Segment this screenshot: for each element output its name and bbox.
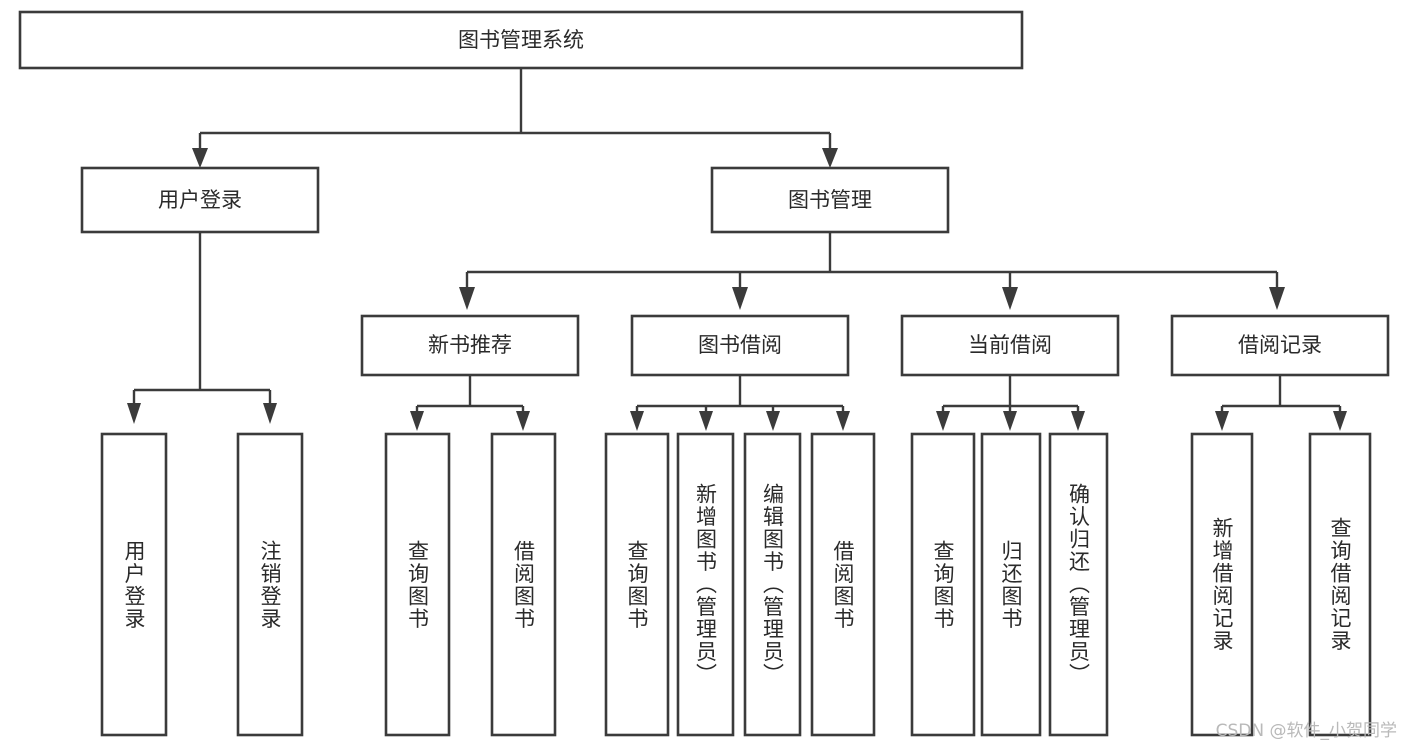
arrow-head-leaf-borrow-book-2 <box>836 411 850 431</box>
node-user-login-box[interactable] <box>80 166 320 234</box>
arrow-head-new-book-recommend <box>459 287 475 310</box>
arrow-head-borrow-record <box>1269 287 1285 310</box>
node-leaf-add-book-box[interactable] <box>676 432 735 737</box>
arrow-head-user-login <box>192 148 208 168</box>
arrow-head-leaf-edit-book <box>766 411 780 431</box>
node-book-manage-label: 图书管理 <box>788 188 872 212</box>
node-leaf-edit-book[interactable]: 编辑图书（管理员） <box>743 432 802 737</box>
arrow-head-leaf-query-record <box>1333 411 1347 431</box>
node-book-borrow-label: 图书借阅 <box>698 333 782 357</box>
node-leaf-add-record-label: 新增借阅记录 <box>1210 517 1235 652</box>
node-leaf-query-book-3-label: 查询图书 <box>931 539 956 630</box>
arrow-head-leaf-return-book <box>1003 411 1017 431</box>
node-book-borrow-box[interactable] <box>630 314 850 377</box>
node-new-book-recommend-label: 新书推荐 <box>428 333 512 357</box>
arrow-head-leaf-add-book <box>699 411 713 431</box>
node-leaf-query-book-1[interactable]: 查询图书 <box>384 432 451 737</box>
node-leaf-add-record[interactable]: 新增借阅记录 <box>1190 432 1254 737</box>
node-leaf-query-book-3[interactable]: 查询图书 <box>910 432 976 737</box>
node-leaf-confirm-return-label: 确认归还（管理员） <box>1066 483 1091 686</box>
node-leaf-user-login-box[interactable] <box>100 432 168 737</box>
node-leaf-user-logout-box[interactable] <box>236 432 304 737</box>
node-leaf-return-book[interactable]: 归还图书 <box>980 432 1042 737</box>
node-leaf-user-logout-label: 注销登录 <box>258 539 283 630</box>
arrow-head-current-borrow <box>1002 287 1018 310</box>
node-current-borrow[interactable]: 当前借阅 <box>900 314 1120 377</box>
node-leaf-query-record[interactable]: 查询借阅记录 <box>1308 432 1372 737</box>
node-user-login-label: 用户登录 <box>158 188 242 212</box>
node-leaf-query-record-box[interactable] <box>1308 432 1372 737</box>
node-leaf-borrow-book-1-box[interactable] <box>490 432 557 737</box>
arrow-head-book-borrow <box>732 287 748 310</box>
node-leaf-query-book-2-label: 查询图书 <box>625 539 650 630</box>
connector-layer <box>127 68 1347 431</box>
node-leaf-user-login[interactable]: 用户登录 <box>100 432 168 737</box>
node-leaf-borrow-book-1-label: 借阅图书 <box>511 539 536 630</box>
node-leaf-query-book-2[interactable]: 查询图书 <box>604 432 670 737</box>
node-leaf-add-record-box[interactable] <box>1190 432 1254 737</box>
node-new-book-recommend[interactable]: 新书推荐 <box>360 314 580 377</box>
node-root-box[interactable] <box>18 10 1024 70</box>
node-leaf-return-book-box[interactable] <box>980 432 1042 737</box>
node-root-label: 图书管理系统 <box>458 28 584 52</box>
node-user-login[interactable]: 用户登录 <box>80 166 320 234</box>
node-book-manage-box[interactable] <box>710 166 950 234</box>
node-current-borrow-label: 当前借阅 <box>968 333 1052 357</box>
node-leaf-edit-book-label: 编辑图书（管理员） <box>760 483 785 686</box>
node-leaf-user-login-label: 用户登录 <box>122 539 147 630</box>
node-leaf-borrow-book-2[interactable]: 借阅图书 <box>810 432 876 737</box>
node-leaf-borrow-book-2-label: 借阅图书 <box>831 539 856 630</box>
node-leaf-borrow-book-1[interactable]: 借阅图书 <box>490 432 557 737</box>
node-current-borrow-box[interactable] <box>900 314 1120 377</box>
arrow-head-leaf-confirm-return <box>1071 411 1085 431</box>
node-leaf-add-book[interactable]: 新增图书（管理员） <box>676 432 735 737</box>
node-book-manage[interactable]: 图书管理 <box>710 166 950 234</box>
arrow-head-leaf-query-book-1 <box>410 411 424 431</box>
arrow-head-leaf-user-login <box>127 403 141 424</box>
node-root[interactable]: 图书管理系统 <box>18 10 1024 70</box>
arrow-head-leaf-query-book-3 <box>936 411 950 431</box>
node-leaf-query-book-1-box[interactable] <box>384 432 451 737</box>
node-leaf-user-logout[interactable]: 注销登录 <box>236 432 304 737</box>
node-borrow-record[interactable]: 借阅记录 <box>1170 314 1390 377</box>
node-leaf-query-book-3-box[interactable] <box>910 432 976 737</box>
node-leaf-edit-book-box[interactable] <box>743 432 802 737</box>
arrow-head-leaf-borrow-book-1 <box>516 411 530 431</box>
node-leaf-query-book-2-box[interactable] <box>604 432 670 737</box>
node-leaf-query-record-label: 查询借阅记录 <box>1328 517 1353 652</box>
node-leaf-add-book-label: 新增图书（管理员） <box>693 483 718 686</box>
arrow-head-leaf-query-book-2 <box>630 411 644 431</box>
arrow-head-leaf-add-record <box>1215 411 1229 431</box>
node-leaf-confirm-return[interactable]: 确认归还（管理员） <box>1048 432 1109 737</box>
node-leaf-query-book-1-label: 查询图书 <box>405 539 430 630</box>
arrow-head-book-manage <box>822 148 838 168</box>
arrow-head-leaf-user-logout <box>263 403 277 424</box>
node-new-book-recommend-box[interactable] <box>360 314 580 377</box>
node-borrow-record-label: 借阅记录 <box>1238 333 1322 357</box>
node-leaf-return-book-label: 归还图书 <box>999 539 1024 630</box>
node-leaf-borrow-book-2-box[interactable] <box>810 432 876 737</box>
node-borrow-record-box[interactable] <box>1170 314 1390 377</box>
node-book-borrow[interactable]: 图书借阅 <box>630 314 850 377</box>
node-leaf-confirm-return-box[interactable] <box>1048 432 1109 737</box>
